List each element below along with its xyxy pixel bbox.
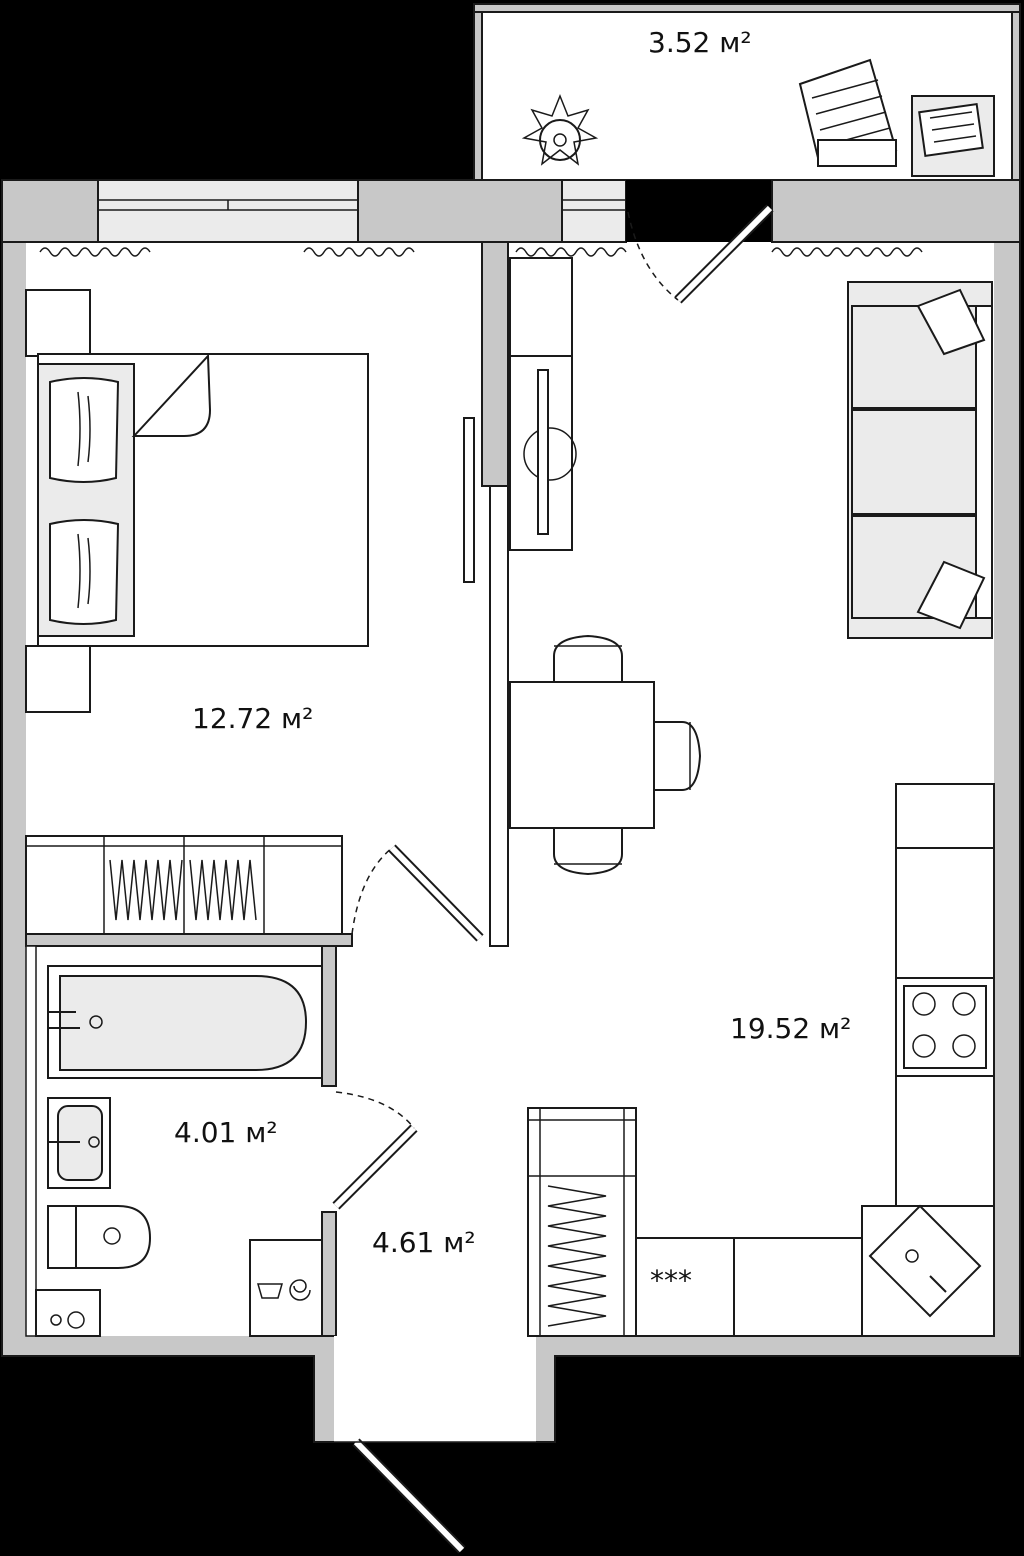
water-heater <box>35 1289 101 1337</box>
chair-icon <box>653 721 702 791</box>
washing-machine-icon <box>249 1239 323 1337</box>
bathtub-icon <box>47 965 323 1079</box>
chair-icon <box>553 827 623 876</box>
sink-icon <box>47 1097 111 1189</box>
bathroom-area-label: 4.01 м² <box>174 1116 278 1149</box>
sofa-icon <box>847 281 993 639</box>
dining-table-icon <box>509 681 655 829</box>
balcony-area-label: 3.52 м² <box>648 26 752 59</box>
plant-icon <box>521 93 599 166</box>
tv-icon <box>463 417 475 583</box>
toilet-icon <box>47 1205 152 1269</box>
hob-icon <box>895 977 995 1077</box>
kitchen-wardrobe-icon <box>527 1107 637 1337</box>
bathroom-door[interactable] <box>332 1091 418 1210</box>
oven-icon: *** <box>635 1237 735 1337</box>
interior-walls <box>25 241 509 1337</box>
bedroom-door[interactable] <box>351 844 484 942</box>
tv-stand <box>509 257 577 551</box>
pillow-icon <box>49 377 120 483</box>
newspaper-icon <box>911 95 995 177</box>
svg-text:***: *** <box>650 1264 692 1297</box>
hallway-area-label: 4.61 м² <box>372 1226 476 1259</box>
bedroom-area-label: 12.72 м² <box>192 702 313 735</box>
kitchen-sink-icon <box>861 1204 995 1337</box>
bedside-table-top <box>25 289 91 357</box>
chair-icon <box>553 634 623 683</box>
front-door[interactable] <box>316 1336 556 1554</box>
pillow-icon <box>49 519 120 625</box>
bedside-table-bottom <box>25 645 91 713</box>
balcony-door[interactable] <box>627 204 774 304</box>
living-area-label: 19.52 м² <box>730 1012 851 1045</box>
deck-chair-icon <box>798 58 898 168</box>
wardrobe-icon <box>25 835 343 935</box>
